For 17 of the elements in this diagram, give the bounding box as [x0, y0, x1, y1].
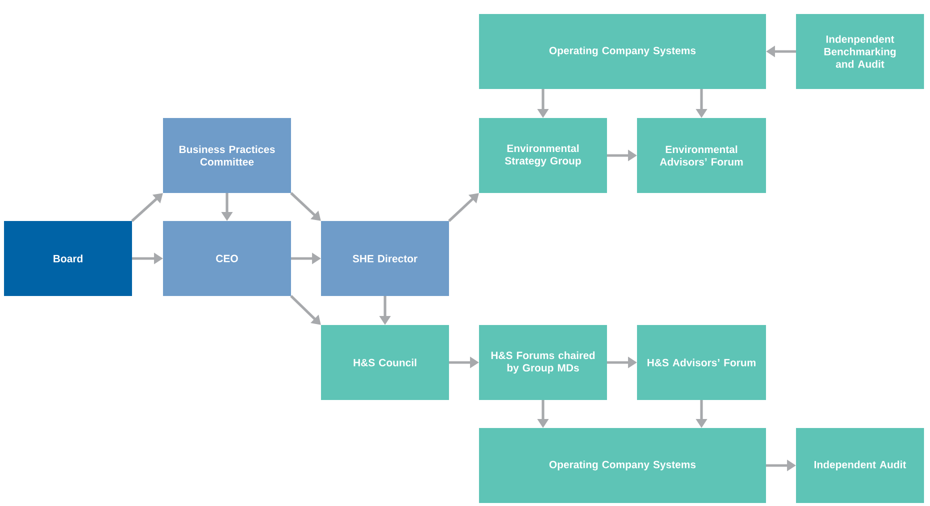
process-box: CEO: [163, 221, 291, 296]
process-box: Operating Company Systems: [479, 14, 766, 89]
arrow: [131, 193, 163, 222]
arrow: [290, 295, 321, 325]
process-box: Operating Company Systems: [479, 428, 766, 503]
process-box: Business Practices Committee: [163, 118, 291, 193]
board-box: Board: [4, 221, 132, 296]
process-box: Independent Audit: [796, 428, 924, 503]
process-box: H&S Council: [321, 325, 449, 400]
arrow: [290, 192, 321, 221]
process-box: Environmental Advisors’ Forum: [637, 118, 766, 193]
process-box: H&S Advisors’ Forum: [637, 325, 766, 400]
process-box: Environmental Strategy Group: [479, 118, 607, 193]
process-box: H&S Forums chaired by Group MDs: [479, 325, 607, 400]
arrow: [448, 193, 479, 222]
process-box: SHE Director: [321, 221, 449, 296]
process-box: Indenpendent Benchmarking and Audit: [796, 14, 924, 89]
